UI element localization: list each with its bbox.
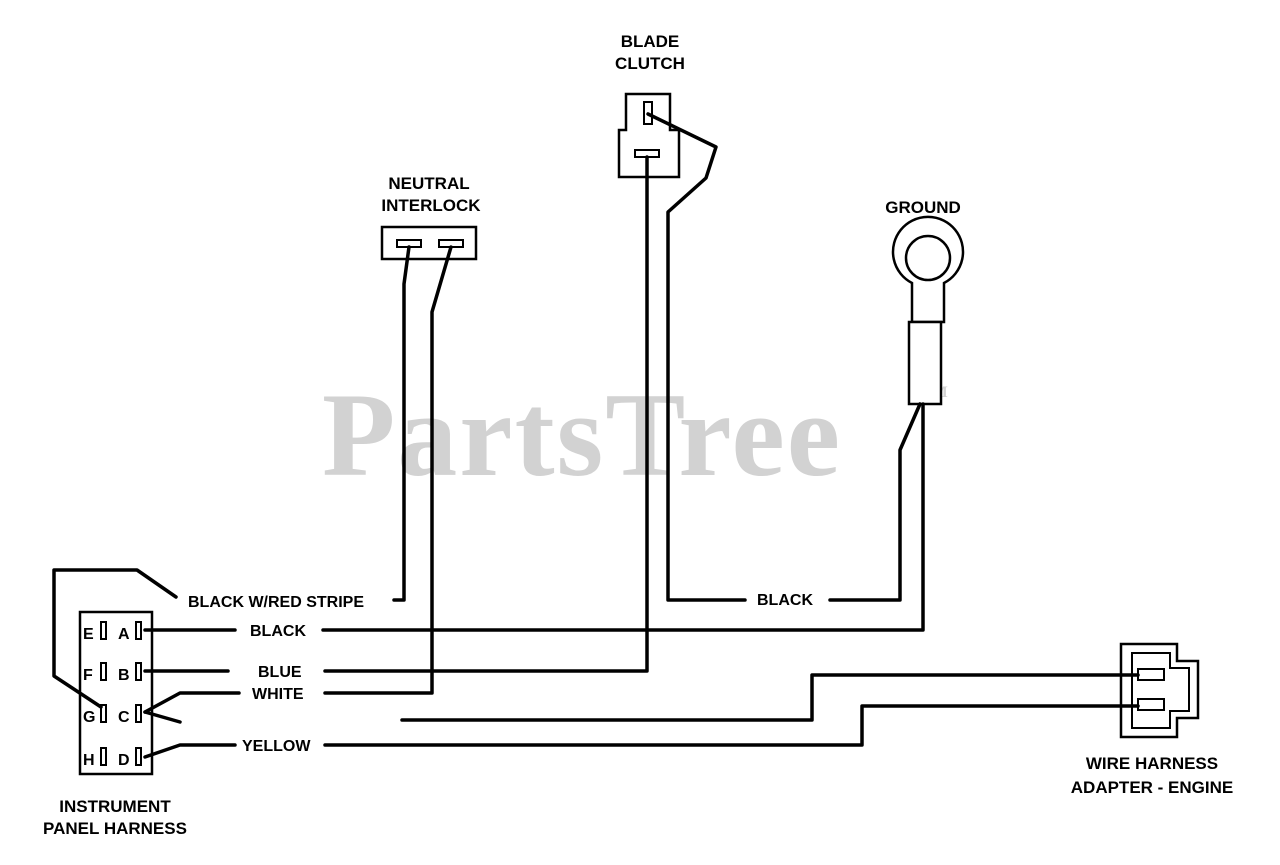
- wire-black-clutch-ground: [646, 112, 922, 602]
- wire-label-black-red-stripe: BLACK W/RED STRIPE: [188, 594, 364, 611]
- blade-clutch-label-1: BLADE: [621, 32, 680, 51]
- watermark: PartsTree: [322, 368, 842, 501]
- pin-e: E: [83, 626, 94, 643]
- wire-engine-adapter-upper: [400, 673, 1140, 722]
- instrument-panel-harness-label-1: INSTRUMENT: [59, 797, 171, 816]
- pin-a: A: [118, 626, 130, 643]
- wire-label-black-pin-a: BLACK: [250, 623, 306, 640]
- neutral-interlock-connector: [380, 225, 478, 261]
- wire-white: [143, 245, 453, 714]
- wire-blue: [143, 155, 649, 673]
- wire-harness-adapter-label-2: ADAPTER - ENGINE: [1071, 778, 1233, 797]
- ground-terminal: [891, 215, 965, 406]
- blade-clutch-connector: [617, 92, 681, 179]
- wire-harness-adapter-label-1: WIRE HARNESS: [1086, 754, 1218, 773]
- blade-clutch-label-2: CLUTCH: [615, 54, 685, 73]
- ground-label: GROUND: [885, 198, 961, 217]
- pin-g: G: [83, 709, 95, 726]
- wire-label-blue: BLUE: [258, 664, 302, 681]
- pin-f: F: [83, 667, 93, 684]
- pin-c: C: [118, 709, 130, 726]
- instrument-panel-harness-connector: [78, 610, 154, 776]
- neutral-interlock-label-2: INTERLOCK: [381, 196, 481, 215]
- neutral-interlock-label-1: NEUTRAL: [388, 174, 469, 193]
- pin-d: D: [118, 752, 130, 769]
- pin-h: H: [83, 752, 95, 769]
- wire-pin-c-stub: [143, 710, 182, 724]
- wire-harness-adapter-connector: [1119, 642, 1200, 739]
- wire-label-yellow: YELLOW: [242, 738, 311, 755]
- instrument-panel-harness-label-2: PANEL HARNESS: [43, 819, 187, 838]
- pin-letters: E F G H A B C D: [83, 626, 130, 769]
- wire-black-pin-a: [143, 402, 925, 632]
- wire-yellow: [143, 704, 1140, 759]
- pin-b: B: [118, 667, 130, 684]
- wire-label-white: WHITE: [252, 686, 304, 703]
- wire-label-black-clutch-ground: BLACK: [757, 592, 813, 609]
- wire-black-red-stripe: [52, 245, 411, 709]
